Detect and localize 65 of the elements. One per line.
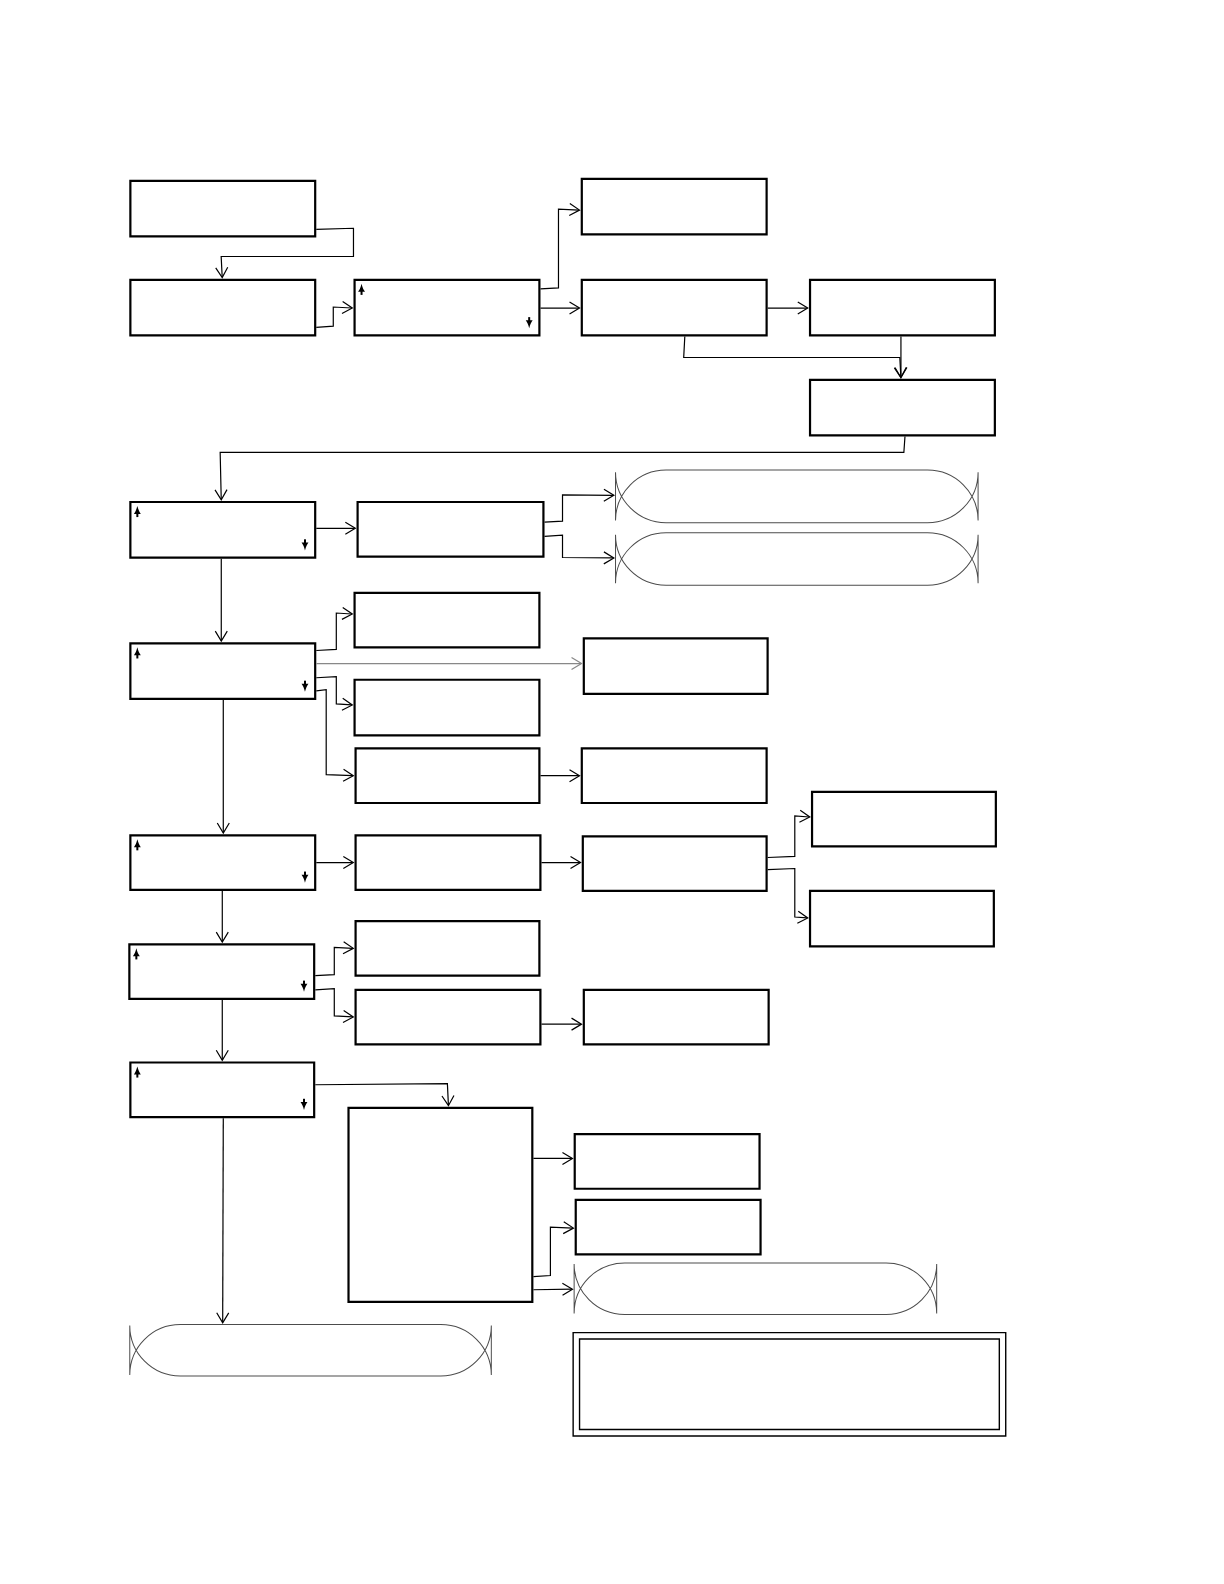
process-box (129, 278, 317, 337)
process-box (129, 642, 317, 701)
arrow (315, 657, 583, 671)
process-box (581, 835, 768, 892)
process-box (129, 1061, 316, 1119)
arrow (543, 534, 616, 565)
arrow (543, 488, 616, 523)
arrow (894, 335, 908, 379)
arrow (767, 301, 809, 315)
process-box (353, 278, 541, 337)
arrow (314, 1083, 455, 1107)
arrow (532, 1282, 574, 1296)
arrow (767, 809, 811, 859)
arrow (315, 606, 354, 652)
note-box (572, 1331, 1007, 1437)
process-box (354, 920, 541, 977)
arrow (215, 890, 229, 944)
terminal-box (573, 1262, 938, 1315)
process-box (354, 834, 542, 891)
arrow (214, 435, 906, 501)
arrow (216, 699, 230, 835)
arrow (532, 1221, 575, 1278)
arrow (539, 769, 581, 783)
process-box (354, 988, 542, 1046)
arrow (314, 941, 355, 977)
process-box (810, 790, 997, 848)
process-box (129, 500, 317, 559)
arrow (216, 1117, 230, 1324)
arrow (315, 855, 355, 870)
arrow (683, 335, 907, 379)
process-box (354, 747, 541, 805)
arrow (315, 689, 355, 782)
process-box (353, 678, 541, 737)
arrow (314, 988, 355, 1024)
process-box (580, 278, 768, 337)
arrow (540, 855, 582, 870)
process-box (347, 1106, 534, 1303)
process-box (353, 591, 541, 649)
arrow (215, 227, 355, 279)
arrow (315, 676, 354, 711)
process-box (808, 889, 995, 948)
arrow (532, 1151, 574, 1166)
process-box (582, 988, 770, 1046)
arrow (215, 999, 229, 1062)
arrow (540, 1017, 583, 1031)
process-box (808, 278, 996, 337)
terminal-box (615, 469, 979, 524)
terminal-box (129, 1324, 492, 1377)
process-box (808, 378, 996, 437)
terminal-box (615, 532, 979, 586)
process-box (580, 747, 768, 805)
arrow (214, 558, 228, 643)
process-box (580, 177, 768, 236)
process-box (574, 1198, 762, 1256)
arrow (767, 867, 809, 924)
process-box (573, 1133, 761, 1190)
process-box (356, 500, 545, 558)
arrow (539, 203, 581, 290)
arrow (539, 301, 581, 315)
arrow (315, 521, 357, 535)
arrow (315, 300, 354, 328)
process-box (582, 637, 769, 695)
process-box (129, 179, 317, 238)
process-box (129, 834, 317, 891)
process-box (128, 943, 316, 1000)
